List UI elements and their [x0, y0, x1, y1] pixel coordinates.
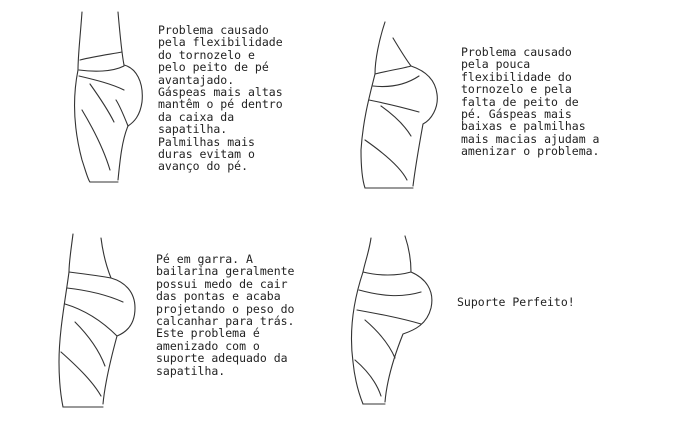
pointe-shoe-drawing-flexible-instep: [60, 10, 150, 190]
caption-low-flexibility: Problema causado pela pouca flexibilidad…: [461, 45, 600, 159]
pointe-shoe-drawing-low-flexibility: [345, 20, 445, 195]
pointe-shoe-drawing-claw-foot: [45, 232, 145, 412]
caption-perfect-support: Suporte Perfeito!: [457, 295, 575, 309]
caption-claw-foot: Pé em garra. A bailarina geralmente poss…: [156, 252, 295, 378]
caption-flexible-instep: Problema causado pela flexibilidade do t…: [158, 23, 283, 174]
pointe-shoe-drawing-perfect-support: [335, 232, 440, 412]
